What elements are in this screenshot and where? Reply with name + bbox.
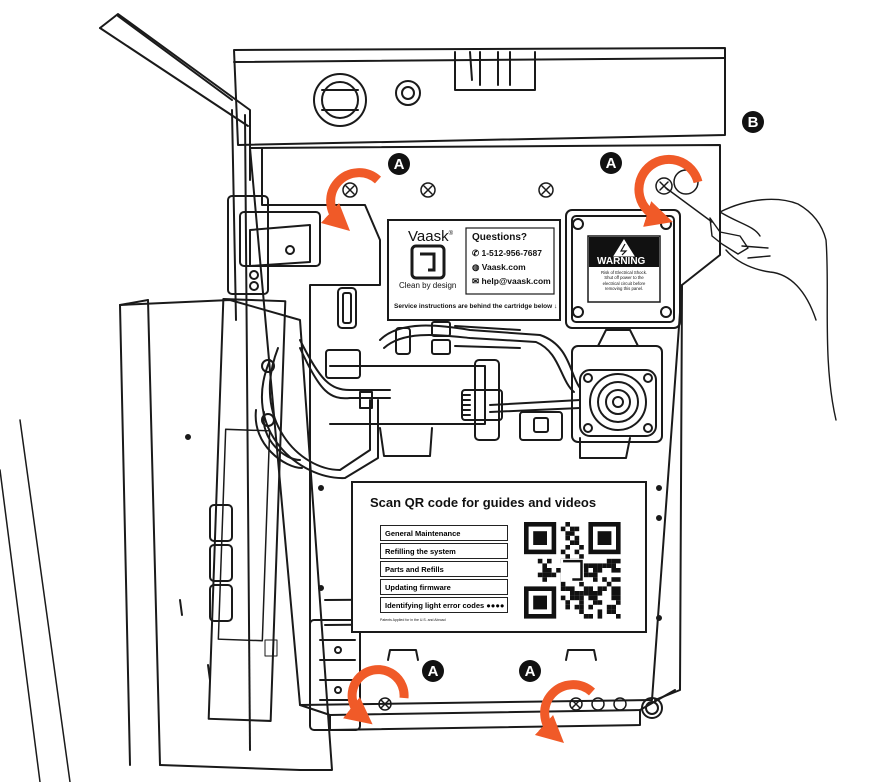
sticker-website: ◍ Vaask.com bbox=[472, 262, 526, 272]
warning-line-1: Risk of Electrical Shock. bbox=[600, 270, 648, 275]
sticker-footer: Service instructions are behind the cart… bbox=[394, 303, 558, 310]
callout-a-top-left: A bbox=[388, 153, 410, 175]
qr-code[interactable] bbox=[522, 520, 623, 621]
guide-item-firmware: Updating firmware bbox=[380, 579, 508, 595]
guide-fine-print: Patents Applied for in the U.S. and Abro… bbox=[380, 618, 446, 622]
sticker-email: ✉ help@vaask.com bbox=[472, 276, 551, 286]
warning-text: Risk of Electrical Shock. Shut off power… bbox=[592, 270, 656, 292]
guide-item-parts-refills: Parts and Refills bbox=[380, 561, 508, 577]
rotate-arrow-bottom-left bbox=[343, 665, 409, 725]
guide-item-general-maintenance: General Maintenance bbox=[380, 525, 508, 541]
globe-icon: ◍ bbox=[472, 262, 482, 272]
hand-with-screwdriver bbox=[665, 187, 837, 421]
rotation-arrows bbox=[320, 154, 703, 744]
rotate-arrow-top-right bbox=[634, 154, 703, 227]
callout-a-bottom-right: A bbox=[519, 660, 541, 682]
warning-label bbox=[587, 235, 661, 303]
contact-sticker bbox=[387, 219, 561, 321]
guide-card-title: Scan QR code for guides and videos bbox=[370, 495, 597, 510]
callout-a-bottom-left: A bbox=[422, 660, 444, 682]
warning-line-3: electrical circuit before bbox=[602, 280, 646, 286]
warning-title: WARNING bbox=[597, 256, 646, 267]
warning-line-4: removing this panel. bbox=[604, 286, 644, 292]
light-dots-icon: ●●●● bbox=[486, 600, 505, 610]
top-housing bbox=[233, 47, 726, 146]
sticker-brand: Vaask® bbox=[408, 228, 453, 245]
phone-icon: ✆ bbox=[472, 248, 482, 258]
sticker-questions: Questions? bbox=[472, 232, 528, 243]
rotate-arrow-top-left bbox=[320, 168, 382, 232]
guide-item-error-codes: Identifying light error codes ●●●● bbox=[380, 597, 508, 613]
cartridge-and-tubing bbox=[254, 287, 631, 480]
guide-item-refilling: Refilling the system bbox=[380, 543, 508, 559]
warning-line-2: Shut off power to the bbox=[604, 275, 644, 281]
open-door bbox=[0, 13, 333, 782]
sticker-tagline: Clean by design bbox=[399, 281, 457, 290]
mail-icon: ✉ bbox=[472, 276, 482, 286]
sticker-phone: ✆ 1-512-956-7687 bbox=[472, 248, 542, 258]
callout-a-top-right: A bbox=[600, 152, 622, 174]
callout-b: B bbox=[742, 111, 764, 133]
rotate-arrow-bottom-right bbox=[534, 680, 596, 744]
pump-assembly bbox=[571, 329, 663, 443]
